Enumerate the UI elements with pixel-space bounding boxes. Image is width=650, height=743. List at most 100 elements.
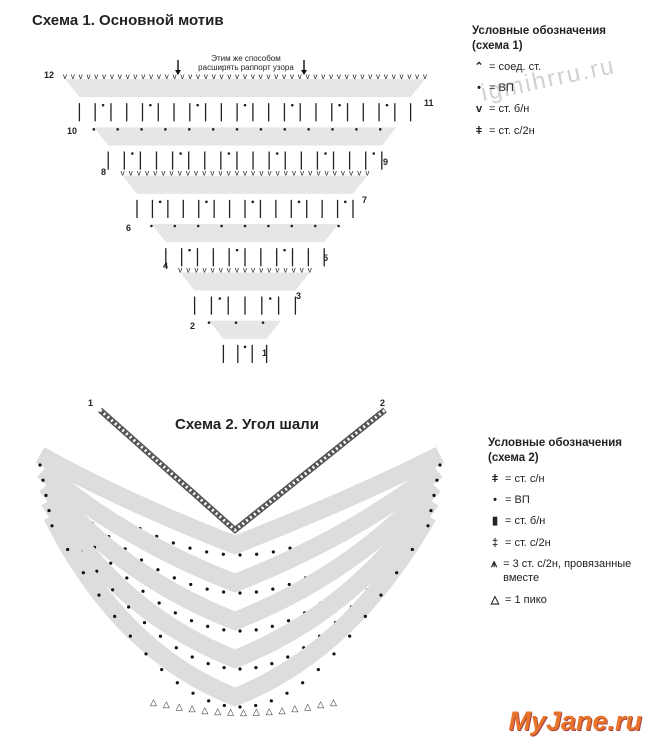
single-crochet-icon: v xyxy=(235,265,239,274)
chain-icon xyxy=(92,128,96,131)
picot-icon: △ xyxy=(490,593,500,606)
single-crochet-icon: v xyxy=(211,265,215,274)
chain-icon xyxy=(158,634,163,638)
chain-icon xyxy=(338,103,341,107)
chain-icon xyxy=(324,152,327,155)
chain-icon xyxy=(343,200,347,204)
chain-icon xyxy=(234,321,238,324)
chain-icon xyxy=(307,128,310,131)
picot-icon: △ xyxy=(266,706,273,716)
legend-label: = ст. с/2н xyxy=(489,124,535,137)
single-crochet-icon: v xyxy=(157,72,161,81)
single-crochet-icon: v xyxy=(284,169,288,178)
chain-icon xyxy=(267,224,270,228)
scallop-row xyxy=(39,479,441,631)
legend-label: = ВП xyxy=(505,494,530,507)
picot-icon: △ xyxy=(240,707,247,717)
chain-icon xyxy=(254,628,258,632)
row-number: 10 xyxy=(67,126,78,136)
single-crochet-icon: v xyxy=(178,169,182,178)
chain-icon xyxy=(218,297,222,300)
chain-icon xyxy=(238,667,242,671)
single-crochet-icon: v xyxy=(333,169,337,178)
single-crochet-icon: v xyxy=(79,72,83,81)
single-crochet-icon: ▮ xyxy=(491,515,499,528)
chain-icon xyxy=(206,662,210,666)
chain-icon xyxy=(142,621,147,625)
single-crochet-icon: v xyxy=(384,72,388,81)
single-crochet-icon: v xyxy=(308,169,312,178)
single-crochet-icon: v xyxy=(345,72,349,81)
row-number: 1 xyxy=(262,348,268,358)
single-crochet-icon: v xyxy=(121,169,125,178)
chain-icon xyxy=(172,576,176,580)
single-crochet-icon: v xyxy=(129,169,133,178)
chain-icon xyxy=(189,582,193,587)
chain-icon xyxy=(175,681,179,685)
single-crochet-icon: v xyxy=(235,169,239,178)
picot-icon: △ xyxy=(253,707,260,717)
picot-icon: △ xyxy=(279,705,286,715)
single-crochet-icon: v xyxy=(266,72,270,81)
single-crochet-icon: v xyxy=(219,265,223,274)
single-crochet-icon: v xyxy=(102,72,106,81)
chain-icon xyxy=(254,666,258,670)
single-crochet-icon: v xyxy=(212,72,216,81)
single-crochet-icon: v xyxy=(153,169,157,178)
chain-icon xyxy=(285,691,289,695)
chain-icon xyxy=(207,321,211,324)
single-crochet-icon: v xyxy=(274,72,278,81)
single-crochet-icon: v xyxy=(325,169,329,178)
row-band xyxy=(65,79,425,98)
row-band xyxy=(93,127,397,146)
chain-icon xyxy=(113,614,117,619)
chain-icon xyxy=(139,558,144,562)
single-crochet-icon: v xyxy=(275,265,279,274)
row-number: 4 xyxy=(163,261,169,271)
scheme1-legend: Условные обозначения (схема 1) ⌃= соед. … xyxy=(472,24,642,145)
chain-icon xyxy=(196,103,199,107)
single-crochet-icon: v xyxy=(308,265,312,274)
legend-item: ⩚= 3 ст. с/2н, провязанные вместе xyxy=(488,557,648,586)
chain-icon xyxy=(47,509,51,513)
chain-icon xyxy=(297,200,301,204)
chain-icon xyxy=(283,248,286,252)
chain-icon xyxy=(395,571,399,575)
treble-icon: ‡ xyxy=(491,536,499,549)
chain-icon xyxy=(429,509,433,513)
single-crochet-icon: v xyxy=(196,72,200,81)
chain-icon xyxy=(227,152,231,155)
chain-icon xyxy=(158,200,162,204)
scheme2-title: Схема 2. Угол шали xyxy=(175,416,319,433)
legend-item: ‡= ст. с/2н xyxy=(488,536,648,550)
single-crochet-icon: v xyxy=(227,72,231,81)
chain-icon xyxy=(378,128,382,131)
single-crochet-icon: v xyxy=(251,72,255,81)
chain-icon xyxy=(211,128,215,131)
chain-icon xyxy=(101,103,105,107)
single-crochet-icon: v xyxy=(243,72,247,81)
chain-icon xyxy=(438,463,442,467)
single-crochet-icon: v xyxy=(357,169,361,178)
single-crochet-icon: v xyxy=(141,72,145,81)
chain-icon xyxy=(95,569,99,573)
chain-icon xyxy=(221,552,225,556)
chain-icon: • xyxy=(493,494,497,507)
single-crochet-icon: v xyxy=(194,265,198,274)
chain-icon xyxy=(261,321,265,324)
single-crochet-icon: v xyxy=(178,265,182,274)
chain-icon xyxy=(125,576,129,580)
chain-icon xyxy=(189,619,194,623)
single-crochet-icon: v xyxy=(186,265,190,274)
chain-icon xyxy=(131,152,134,155)
picot-icon: △ xyxy=(201,705,208,715)
double-treble-icon: ǂ xyxy=(475,124,483,137)
chain-icon xyxy=(150,224,153,228)
single-crochet-icon: v xyxy=(282,72,286,81)
chain-icon xyxy=(128,634,132,638)
single-crochet-icon: v xyxy=(292,169,296,178)
single-crochet-icon: v xyxy=(145,169,149,178)
legend-label: = ВП xyxy=(489,82,514,95)
chain-icon xyxy=(220,224,223,228)
chain-icon xyxy=(331,128,334,131)
